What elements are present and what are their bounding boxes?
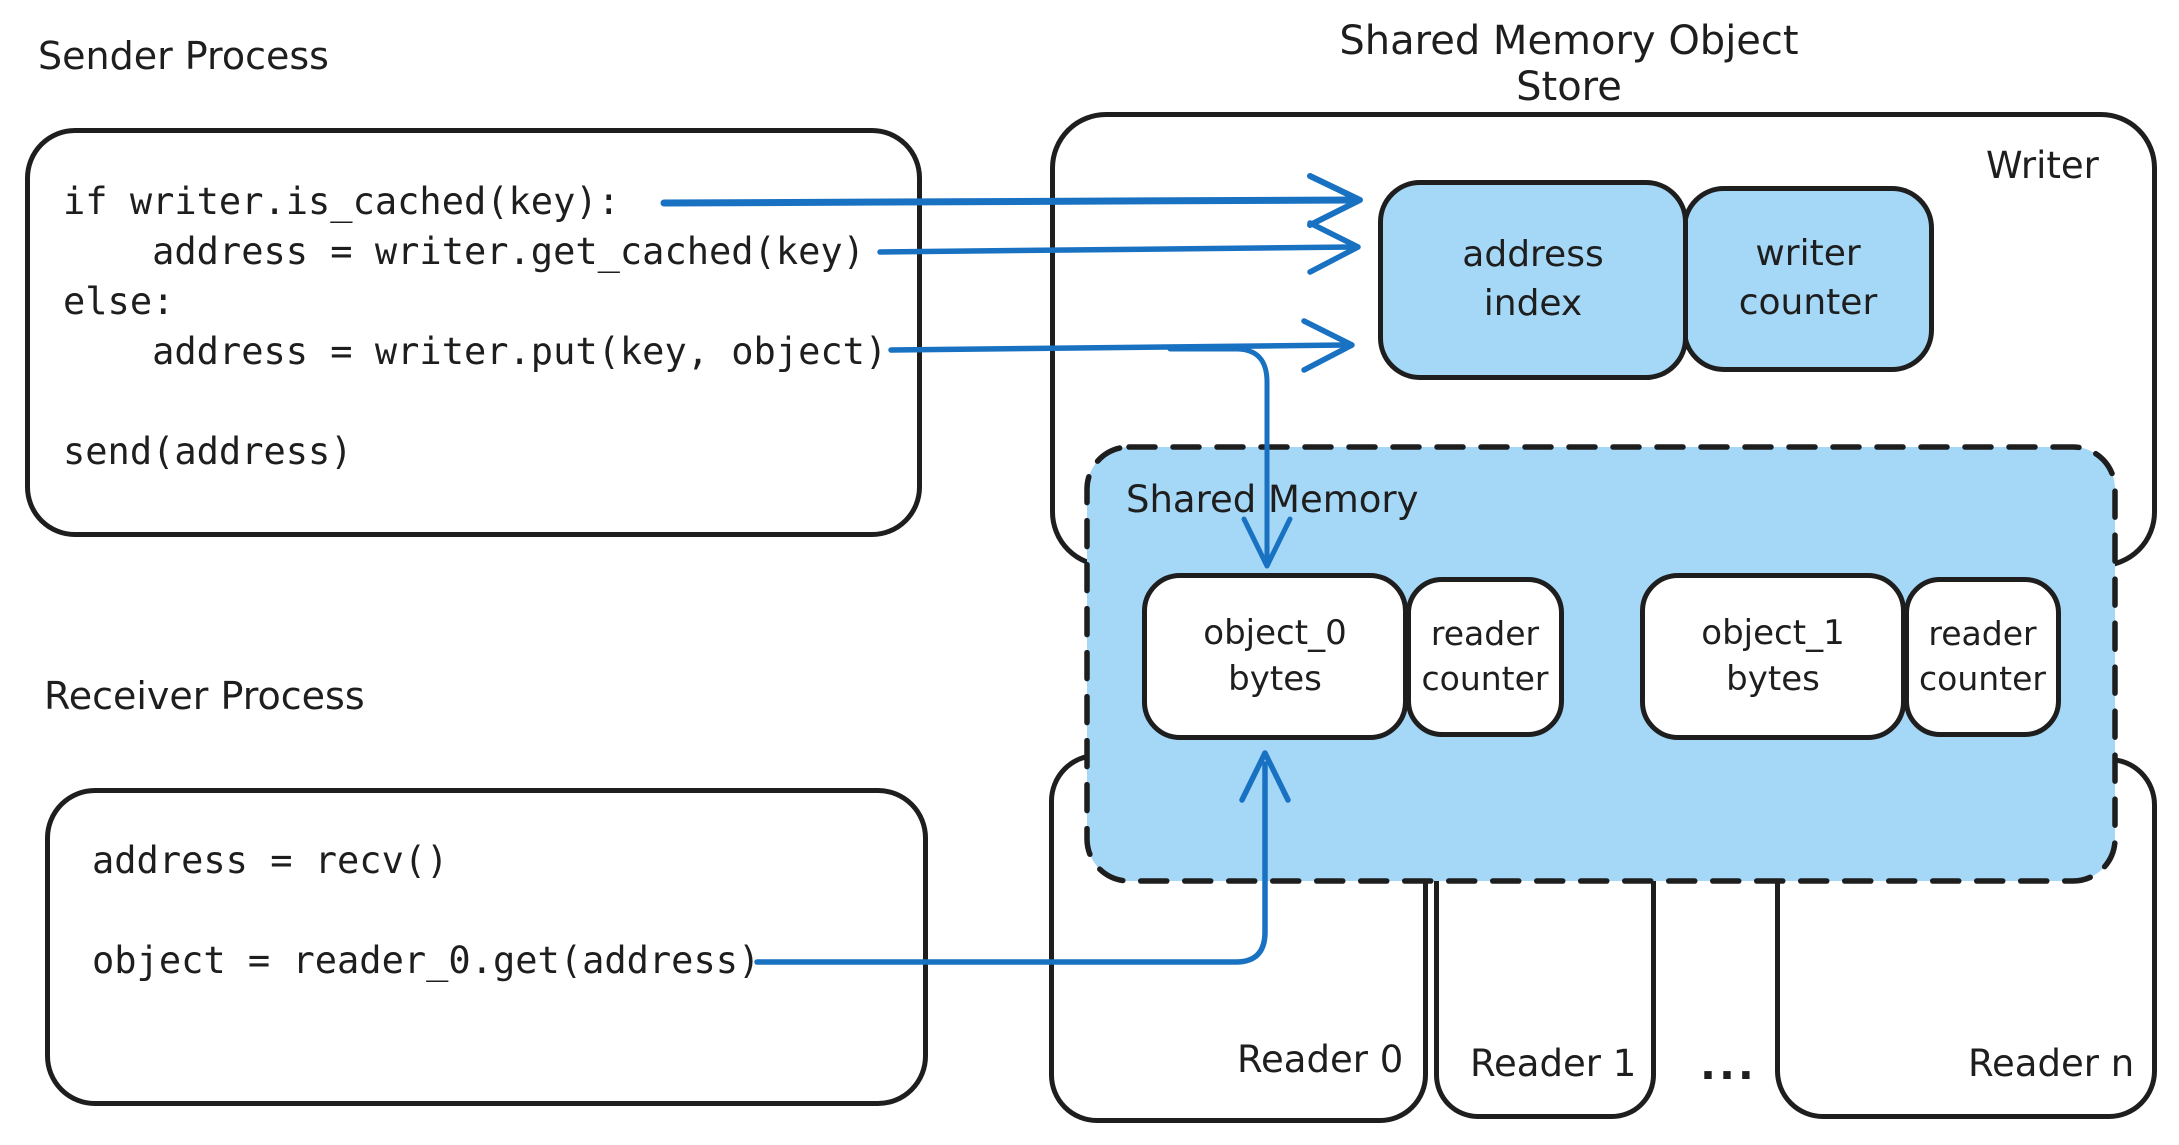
store-title: Shared Memory Object Store [1339,18,1799,110]
writer-label: Writer [1986,144,2099,187]
object0-cell: object_0 bytes [1142,573,1408,740]
reader-counter1-cell: reader counter [1904,577,2061,737]
sender-code: if writer.is_cached(key): address = writ… [63,180,888,473]
writer-counter-cell: writer counter [1682,186,1934,372]
object1-cell: object_1 bytes [1640,573,1906,740]
reader0-label: Reader 0 [1237,1038,1404,1081]
receiver-code: address = recv() object = reader_0.get(a… [92,839,761,982]
address-index-cell: address index [1378,180,1688,380]
reader-counter0-cell: reader counter [1406,577,1564,737]
reader1-label: Reader 1 [1470,1042,1637,1085]
sender-box [25,128,922,537]
receiver-process-title: Receiver Process [44,674,365,718]
shared-memory-label: Shared Memory [1126,478,1419,521]
readers-ellipsis: ... [1700,1040,1757,1089]
readern-label: Reader n [1968,1042,2135,1085]
sender-process-title: Sender Process [38,34,329,78]
